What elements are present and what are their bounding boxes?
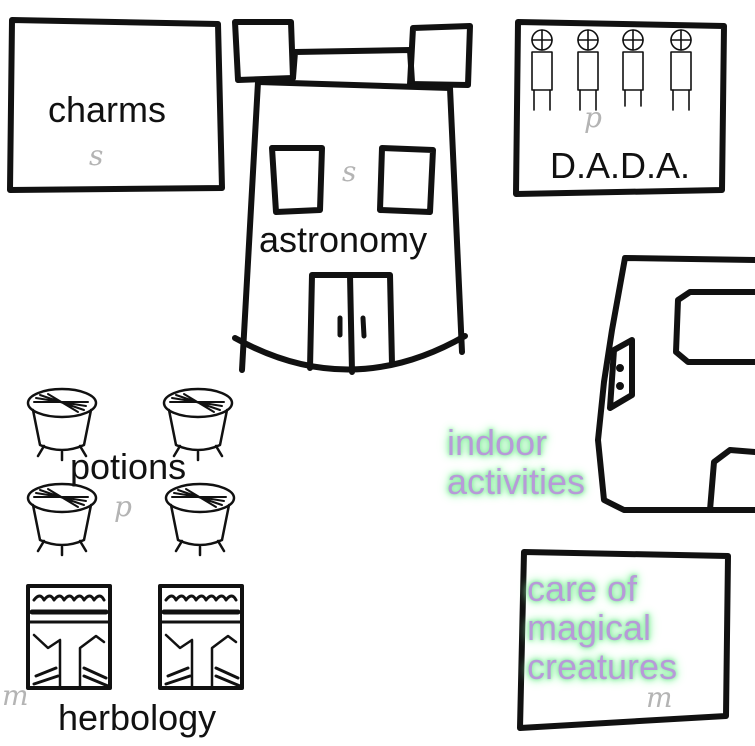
indoor-activities-label: indoor activities bbox=[447, 422, 586, 502]
armor-figure bbox=[577, 29, 599, 111]
creatures-label: care of magical creatures bbox=[527, 568, 678, 687]
herbology-label: herbology bbox=[58, 697, 217, 738]
dada-label: D.A.D.A. bbox=[550, 145, 691, 186]
creatures-line2: magical bbox=[527, 606, 652, 648]
greenhouse-icon bbox=[26, 584, 112, 690]
charms-room-outline[interactable] bbox=[7, 17, 225, 193]
herbology-greenhouses[interactable] bbox=[26, 584, 244, 690]
astronomy-label: astronomy bbox=[259, 219, 428, 260]
herbology-marker: m bbox=[2, 679, 29, 712]
potions-cauldrons[interactable] bbox=[26, 387, 236, 557]
armor-figure bbox=[622, 29, 644, 107]
creatures-line1: care of bbox=[527, 568, 638, 609]
potions-marker: p bbox=[114, 490, 132, 523]
dada-marker: p bbox=[584, 101, 602, 134]
greenhouse-icon bbox=[158, 584, 244, 690]
cauldron-icon bbox=[26, 387, 98, 462]
indoor-activities-line1: indoor bbox=[447, 422, 548, 463]
creatures-room-outline[interactable] bbox=[517, 549, 731, 731]
charms-marker: s bbox=[89, 139, 104, 172]
potions-label: potions bbox=[70, 446, 187, 487]
armor-figure bbox=[531, 29, 553, 111]
cauldron-icon bbox=[162, 387, 234, 462]
indoor-activities-line2: activities bbox=[447, 460, 586, 502]
dada-room-drawing[interactable] bbox=[513, 19, 727, 197]
cauldron-icon bbox=[164, 482, 236, 557]
astronomy-marker: s bbox=[342, 155, 357, 188]
creatures-marker: m bbox=[646, 681, 673, 714]
cauldron-icon bbox=[26, 482, 98, 557]
creatures-line3: creatures bbox=[527, 645, 678, 687]
astronomy-tower-drawing[interactable] bbox=[232, 19, 473, 375]
indoor-activities-building[interactable] bbox=[595, 255, 755, 513]
armor-figure bbox=[670, 29, 692, 111]
charms-label: charms bbox=[48, 89, 167, 130]
